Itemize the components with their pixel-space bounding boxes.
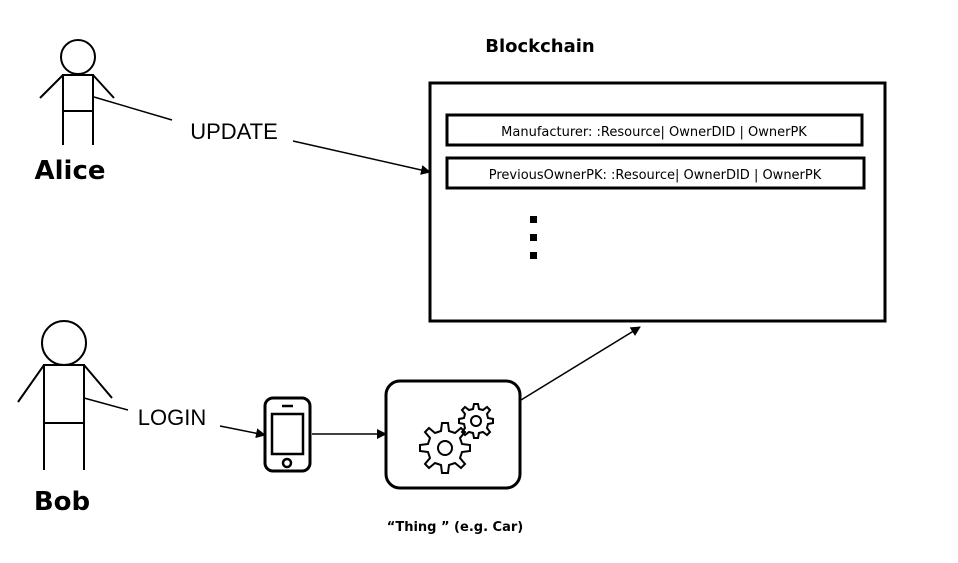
login-line-start [83,397,129,411]
blockchain-record: Manufacturer: :Resource| OwnerDID | Owne… [445,113,864,147]
thing-to-blockchain-arrow [520,326,641,401]
alice-figure [39,39,115,145]
bob-figure [17,320,113,470]
record-text: Manufacturer: :Resource| OwnerDID | Owne… [501,125,807,140]
update-label: UPDATE [190,119,278,144]
record-text: PreviousOwnerPK: :Resource| OwnerDID | O… [489,168,822,183]
update-arrow [292,140,431,175]
login-label: LOGIN [138,405,206,430]
smartphone-icon [263,396,312,473]
more-records-ellipsis [530,216,537,259]
login-arrow [219,425,266,439]
gears-icon [419,403,494,474]
alice-label: Alice [35,156,106,186]
thing-caption: “Thing ” (e.g. Car) [387,520,523,535]
blockchain-title: Blockchain [485,36,595,57]
blockchain-record: PreviousOwnerPK: :Resource| OwnerDID | O… [445,156,866,190]
update-line-start [93,96,173,121]
thing-box [384,379,522,490]
bob-label: Bob [34,487,90,517]
